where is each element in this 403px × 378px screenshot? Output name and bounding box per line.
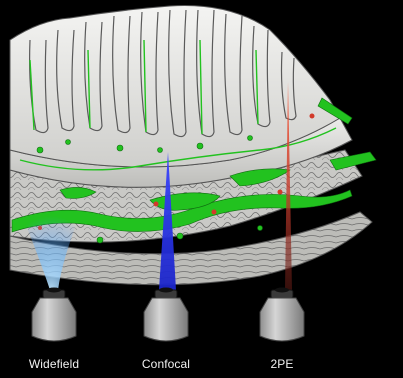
- label-2pe: 2PE: [271, 357, 294, 371]
- objective-widefield: [32, 288, 76, 342]
- mucosa-layer: [10, 6, 340, 168]
- objective-confocal: [144, 288, 188, 342]
- label-widefield: Widefield: [29, 357, 79, 371]
- objective-lens-icon: [260, 288, 304, 342]
- objective-lens-icon: [32, 288, 76, 342]
- objective-lens-icon: [144, 288, 188, 342]
- objective-2pe: [260, 288, 304, 342]
- label-confocal: Confocal: [142, 357, 190, 371]
